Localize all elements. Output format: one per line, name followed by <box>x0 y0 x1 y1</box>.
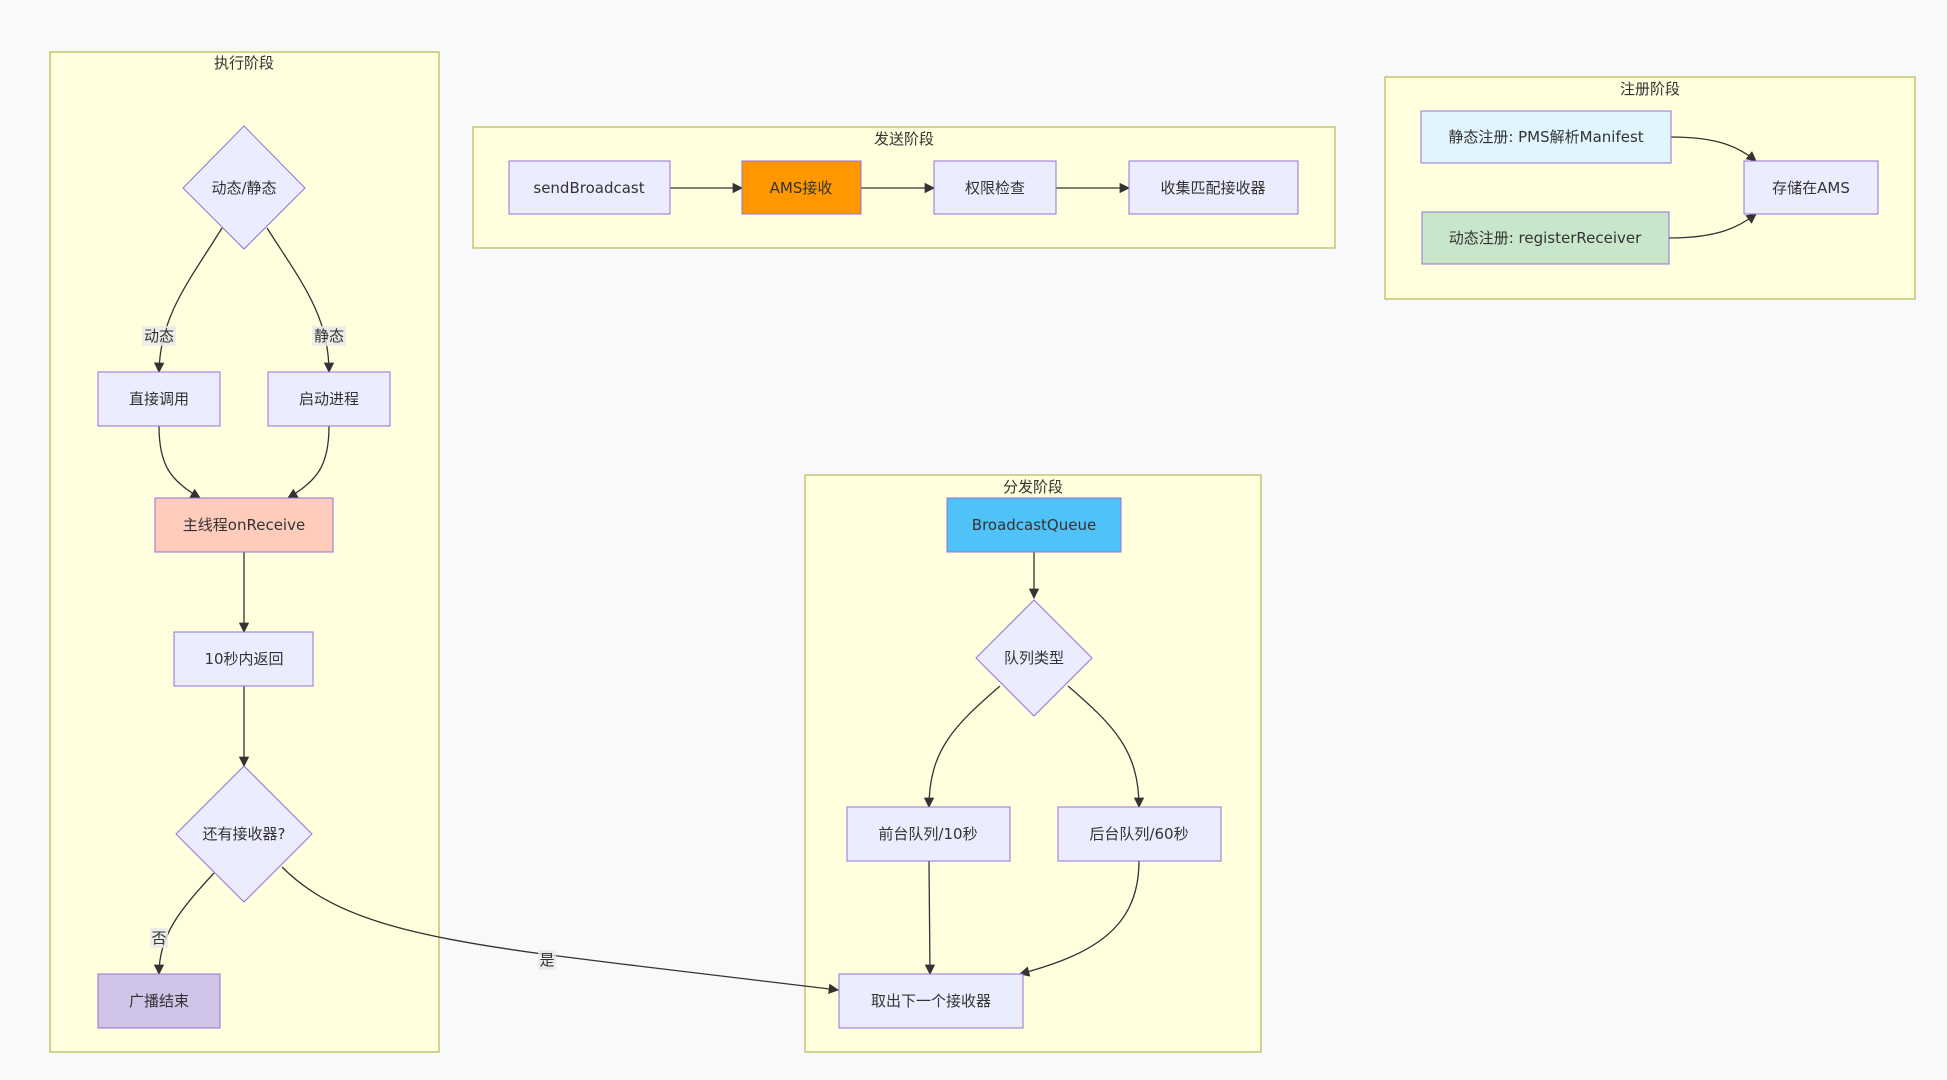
cluster-dispatch: 分发阶段 <box>804 474 1262 1053</box>
edge-decision-to-direct <box>153 227 223 374</box>
edge-label-yes: 是 <box>538 950 556 970</box>
node-dyn-or-static-decision[interactable]: 动态/静态 <box>182 125 306 250</box>
node-broadcast-end[interactable]: 广播结束 <box>97 973 221 1029</box>
node-return-10s-label: 10秒内返回 <box>204 650 283 668</box>
edge-label-no-text: 否 <box>151 929 166 947</box>
cluster-send-title: 发送阶段 <box>874 130 934 148</box>
node-main-thread-label: 主线程onReceive <box>183 516 305 534</box>
node-dyn-or-static-label: 动态/静态 <box>211 179 276 197</box>
node-queue-type-decision[interactable]: 队列类型 <box>975 599 1093 717</box>
cluster-dispatch-title: 分发阶段 <box>1003 478 1063 496</box>
node-foreground-queue-label: 前台队列/10秒 <box>878 825 977 843</box>
node-broadcast-queue[interactable]: BroadcastQueue <box>946 497 1122 553</box>
node-collect-receivers-label: 收集匹配接收器 <box>1160 179 1265 197</box>
node-static-register[interactable]: 静态注册: PMS解析Manifest <box>1420 110 1672 164</box>
node-dynamic-register[interactable]: 动态注册: registerReceiver <box>1421 211 1670 265</box>
node-next-receiver-label: 取出下一个接收器 <box>871 992 991 1010</box>
node-background-queue-label: 后台队列/60秒 <box>1089 825 1188 843</box>
node-foreground-queue[interactable]: 前台队列/10秒 <box>846 806 1011 862</box>
node-permission-check-label: 权限检查 <box>965 179 1025 197</box>
edge-label-dynamic-text: 动态 <box>144 327 174 345</box>
node-broadcast-end-label: 广播结束 <box>129 992 189 1010</box>
edge-label-static-text: 静态 <box>314 327 344 345</box>
node-ams-receive-label: AMS接收 <box>770 179 833 197</box>
node-queue-type-label: 队列类型 <box>1004 649 1064 667</box>
edge-bg-to-next <box>1018 860 1140 977</box>
cluster-register-title: 注册阶段 <box>1620 80 1680 98</box>
edge-label-no: 否 <box>150 928 168 948</box>
edge-static-to-store <box>1670 136 1757 162</box>
node-next-receiver[interactable]: 取出下一个接收器 <box>838 973 1024 1029</box>
edge-label-dynamic: 动态 <box>142 326 176 346</box>
edge-direct-to-main <box>158 425 201 499</box>
edge-type-to-bg <box>1067 685 1145 809</box>
node-direct-call-label: 直接调用 <box>129 390 189 408</box>
node-broadcast-queue-label: BroadcastQueue <box>972 516 1096 534</box>
node-more-receivers-label: 还有接收器? <box>203 825 286 843</box>
node-start-process-label: 启动进程 <box>299 390 359 408</box>
node-store-in-ams[interactable]: 存储在AMS <box>1743 160 1879 215</box>
node-collect-receivers[interactable]: 收集匹配接收器 <box>1128 160 1299 215</box>
node-static-register-label: 静态注册: PMS解析Manifest <box>1448 128 1643 146</box>
node-send-broadcast[interactable]: sendBroadcast <box>508 160 671 215</box>
edge-label-yes-text: 是 <box>539 951 554 969</box>
node-store-in-ams-label: 存储在AMS <box>1772 179 1850 197</box>
edge-more-to-end <box>153 872 215 976</box>
node-start-process[interactable]: 启动进程 <box>267 371 391 427</box>
node-background-queue[interactable]: 后台队列/60秒 <box>1057 806 1222 862</box>
edge-start-to-main <box>287 425 330 499</box>
node-main-thread-onreceive[interactable]: 主线程onReceive <box>154 497 334 553</box>
edge-type-to-fg <box>923 685 1001 809</box>
node-more-receivers-decision[interactable]: 还有接收器? <box>175 765 313 903</box>
node-permission-check[interactable]: 权限检查 <box>933 160 1057 215</box>
node-direct-call[interactable]: 直接调用 <box>97 371 221 427</box>
node-return-10s[interactable]: 10秒内返回 <box>173 631 314 687</box>
cluster-exec-title: 执行阶段 <box>214 54 274 72</box>
edge-dynamic-to-store <box>1668 213 1757 239</box>
node-dynamic-register-label: 动态注册: registerReceiver <box>1449 229 1642 247</box>
edge-decision-to-start <box>266 227 335 374</box>
edge-fg-to-next <box>924 860 936 976</box>
node-send-broadcast-label: sendBroadcast <box>533 179 644 197</box>
node-ams-receive[interactable]: AMS接收 <box>741 160 862 215</box>
edge-label-static: 静态 <box>312 326 346 346</box>
